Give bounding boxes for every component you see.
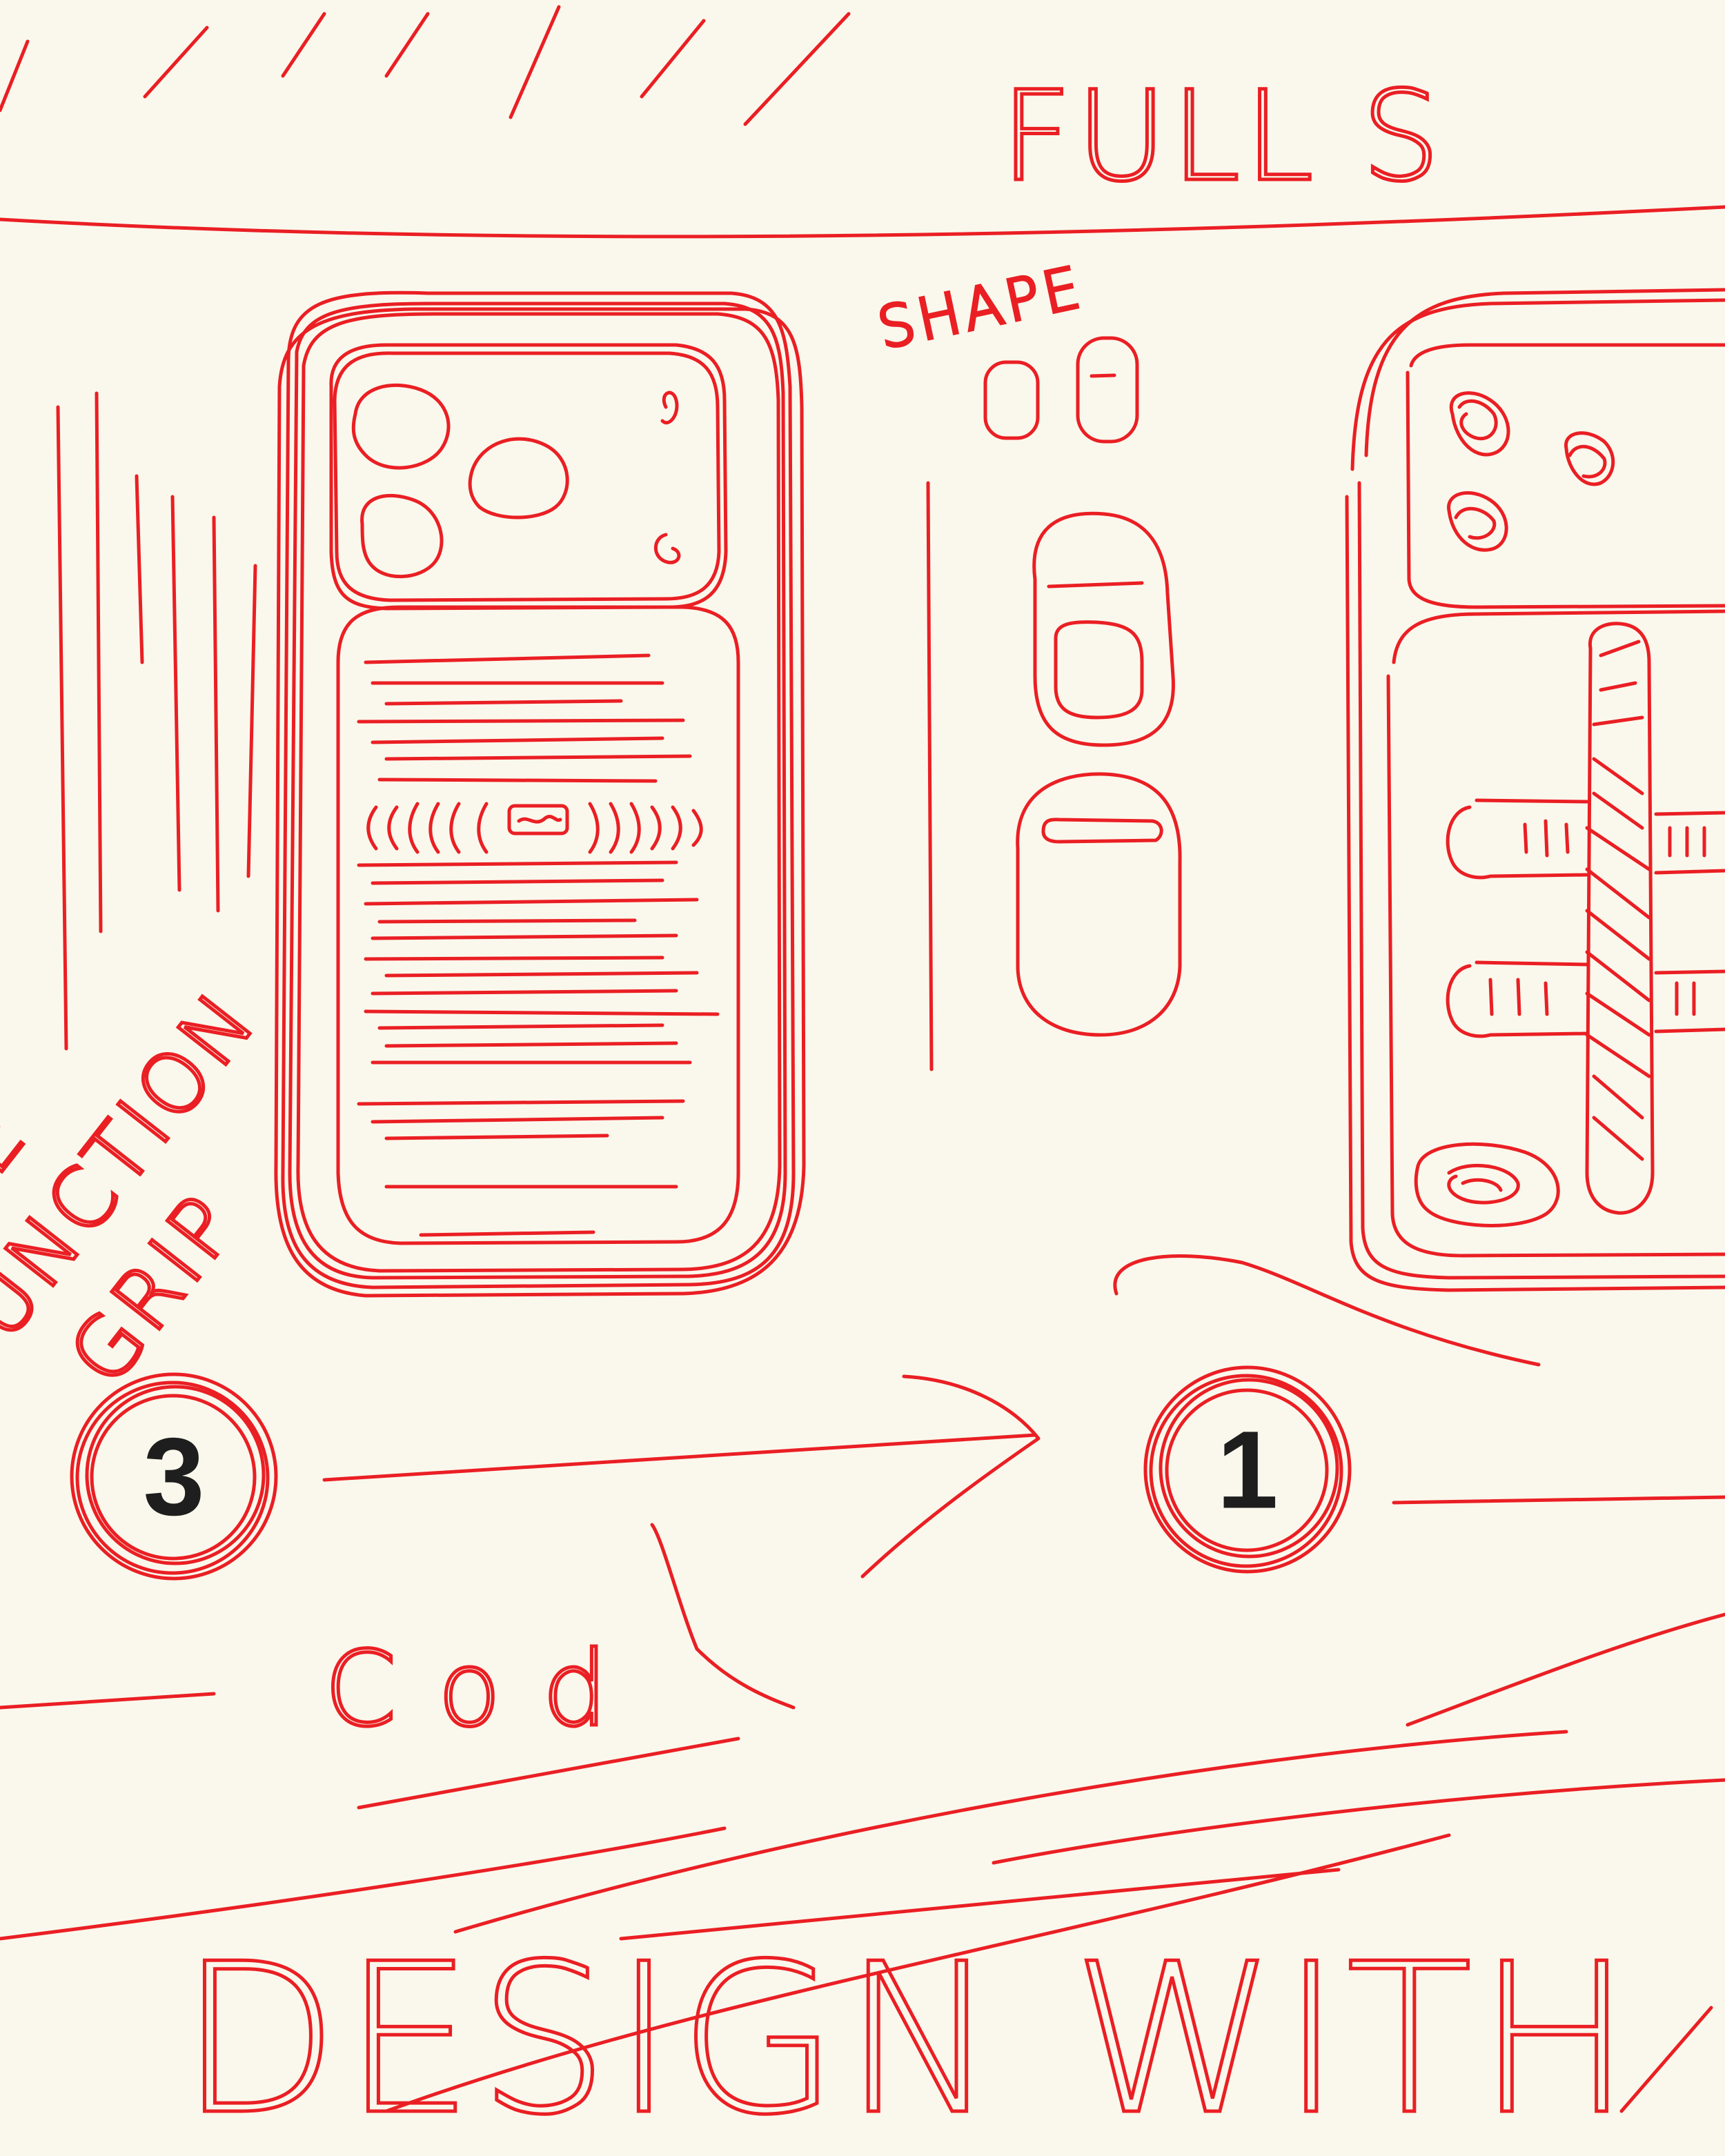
curve-stroke — [1113, 1254, 1541, 1367]
scribble-label: C o d — [324, 1630, 612, 1750]
step-badge-3-rings — [70, 1372, 278, 1581]
step-badge-1-rings — [1143, 1365, 1352, 1574]
phone-sketch-left — [274, 290, 806, 1298]
left-margin-hatch — [56, 391, 257, 1051]
header-divider-line — [0, 205, 1725, 239]
side-label-group: PE UNCTION GRIP — [0, 972, 278, 1405]
step-number-3: 3 — [144, 1415, 205, 1539]
header-title: FULL S — [1000, 65, 1444, 209]
step-number-1: 1 — [1217, 1408, 1279, 1532]
bottom-title: DESIGN WITH — [179, 1919, 1637, 2156]
shape-variations — [926, 336, 1182, 1071]
shape-label: SHAPE — [872, 255, 1089, 362]
lower-scribbles — [0, 1523, 1725, 2113]
phone-sketch-right — [1345, 288, 1725, 1292]
arrow-stroke — [322, 1374, 1725, 1579]
top-hatch-marks — [0, 5, 851, 126]
